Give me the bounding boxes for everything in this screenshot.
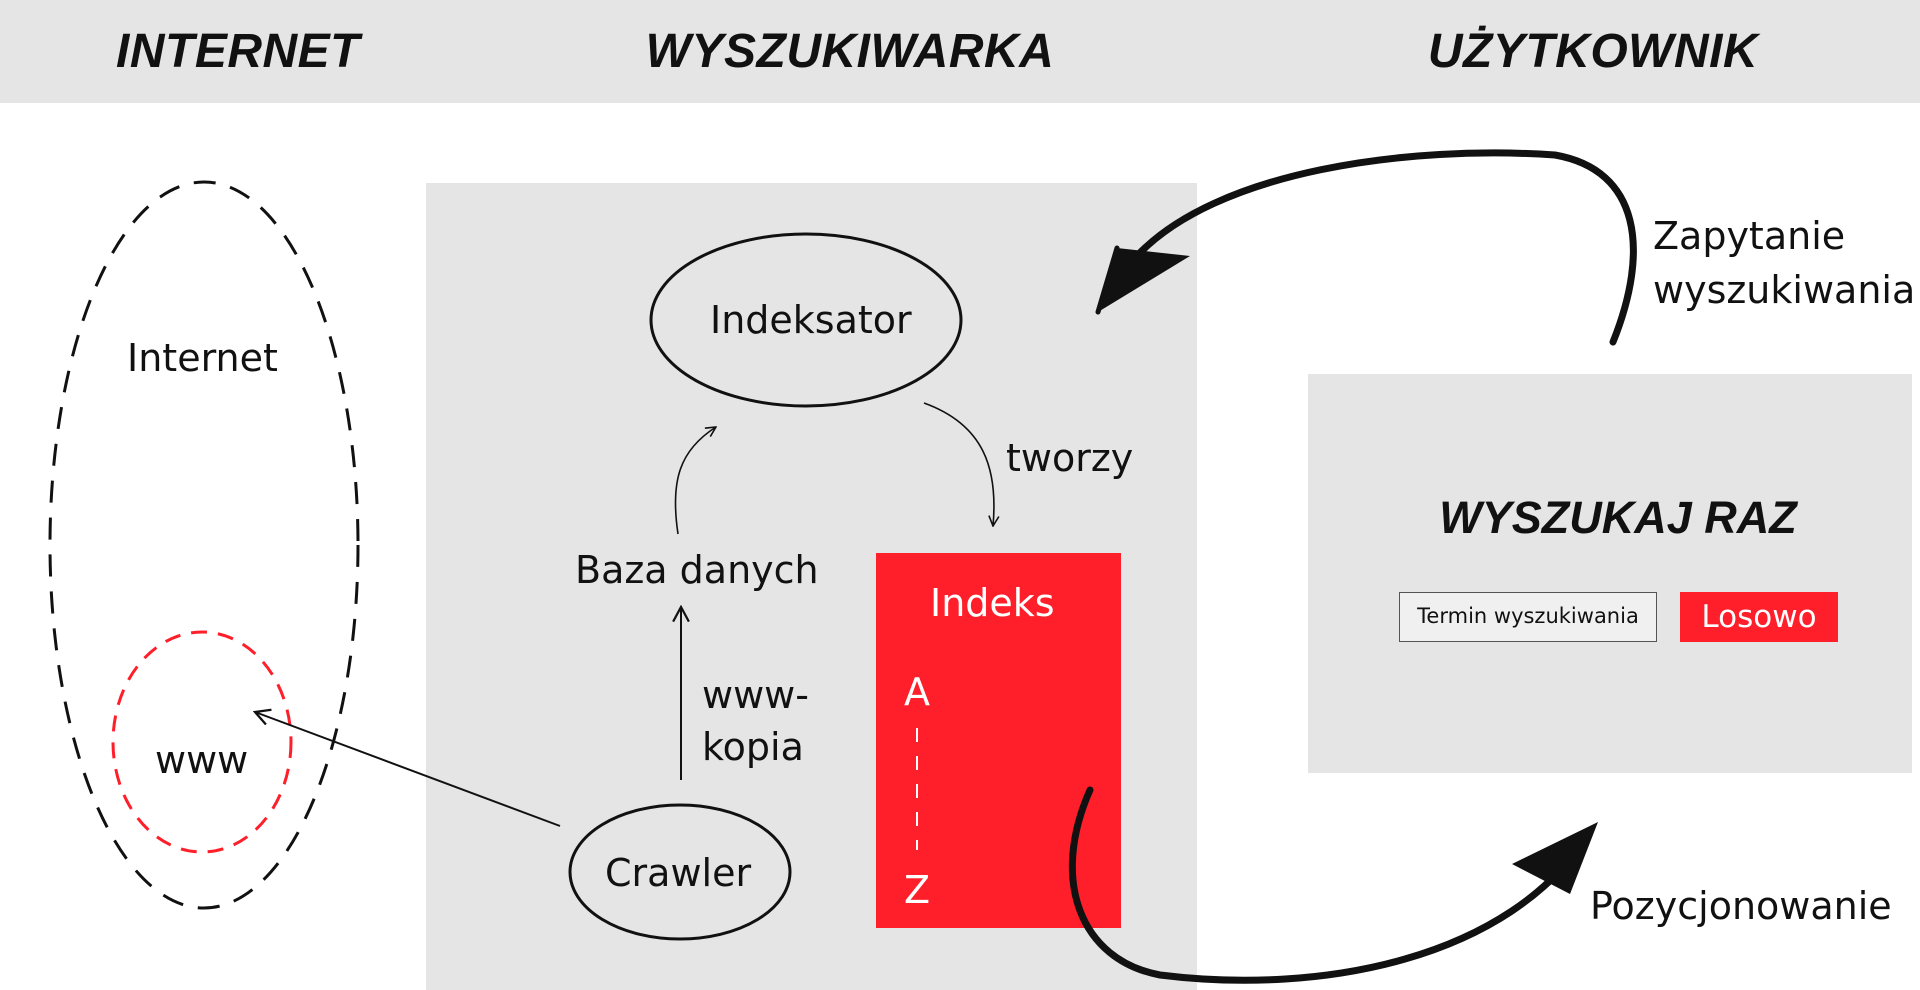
database-label: Baza danych [575, 548, 819, 592]
search-input[interactable]: Termin wyszukiwania [1399, 592, 1657, 642]
database-to-indexer-arrow [674, 427, 716, 535]
query-label-line1: Zapytanie [1653, 214, 1846, 258]
copy-label-line2: kopia [702, 725, 804, 769]
query-arrow [1131, 149, 1637, 346]
query-arrowhead-barb [1095, 245, 1120, 315]
indexer-to-index-arrow [923, 402, 994, 526]
index-title: Indeks [930, 581, 1055, 625]
internet-column-title: INTERNET [116, 25, 360, 78]
indexer-ellipse [649, 232, 963, 408]
query-label-line2: wyszukiwania [1653, 268, 1916, 312]
internet-ellipse [48, 180, 360, 910]
query-arrowhead [1098, 248, 1190, 312]
crawler-label: Crawler [605, 851, 752, 895]
user-column-title: UŻYTKOWNIK [1427, 25, 1759, 78]
ranking-label: Pozycjonowanie [1590, 884, 1892, 928]
index-range-start: A [904, 670, 930, 714]
creates-label: tworzy [1006, 436, 1134, 480]
random-button[interactable]: Losowo [1680, 592, 1838, 642]
ranking-arrow [1068, 786, 1594, 984]
index-range-end: Z [904, 868, 931, 912]
internet-label: Internet [127, 336, 278, 380]
ranking-arrowhead [1512, 822, 1598, 894]
user-search-panel [1308, 374, 1912, 773]
crawler-ellipse [568, 803, 792, 941]
engine-column-title: WYSZUKIWARKA [645, 25, 1055, 78]
www-ellipse [111, 630, 293, 854]
search-title: WYSZUKAJ RAZ [1439, 492, 1797, 543]
www-label: www [155, 738, 249, 782]
copy-label-line1: www- [702, 673, 809, 717]
indexer-label: Indeksator [710, 298, 912, 342]
header-bar [0, 0, 1920, 103]
crawler-to-www-arrow [255, 712, 561, 827]
